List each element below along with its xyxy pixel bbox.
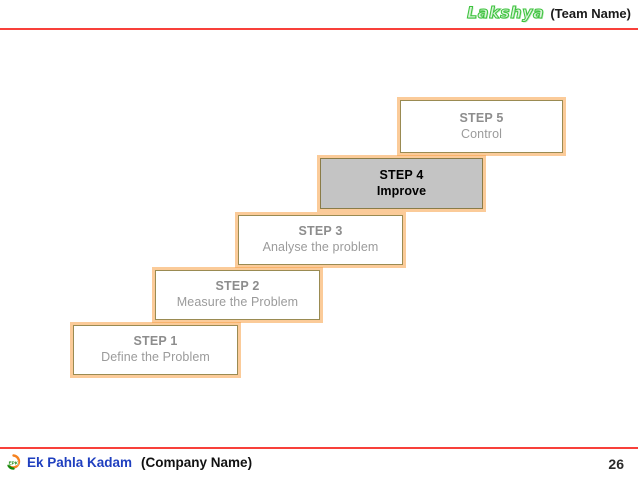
slide-header: Lakshya (Team Name) [0, 0, 638, 30]
company-name: Ek Pahla Kadam [27, 455, 133, 470]
step-title: STEP 1 [133, 334, 178, 349]
svg-text:EPK: EPK [9, 460, 19, 465]
step-description: Analyse the problem [262, 240, 379, 254]
team-name-label: (Team Name) [550, 6, 631, 21]
team-brand-logo: Lakshya [467, 3, 545, 23]
dmaic-staircase-diagram: STEP 1 Define the Problem STEP 2 Measure… [0, 30, 638, 447]
header-title: Lakshya (Team Name) [467, 3, 631, 23]
page-number: 26 [608, 456, 624, 472]
step-description: Improve [376, 183, 427, 198]
epk-logo-icon: EPK [5, 454, 22, 471]
step-box-3[interactable]: STEP 3 Analyse the problem [238, 215, 403, 265]
slide-footer: EPK Ek Pahla Kadam (Company Name) 26 [0, 449, 638, 478]
step-description: Control [461, 126, 502, 141]
step-title: STEP 5 [459, 110, 504, 125]
step-title: STEP 4 [379, 167, 424, 182]
header-divider [0, 28, 638, 30]
step-title: STEP 3 [298, 224, 343, 239]
step-title: STEP 2 [215, 279, 260, 294]
footer-divider [0, 447, 638, 449]
step-box-1[interactable]: STEP 1 Define the Problem [73, 325, 238, 375]
step-description: Measure the Problem [176, 295, 299, 309]
step-description: Define the Problem [101, 350, 210, 364]
company-name-label: (Company Name) [141, 455, 253, 470]
step-box-5[interactable]: STEP 5 Control [400, 100, 563, 153]
step-box-2[interactable]: STEP 2 Measure the Problem [155, 270, 320, 320]
step-box-4-highlighted[interactable]: STEP 4 Improve [320, 158, 483, 209]
footer-company-block: EPK Ek Pahla Kadam (Company Name) [5, 454, 252, 471]
